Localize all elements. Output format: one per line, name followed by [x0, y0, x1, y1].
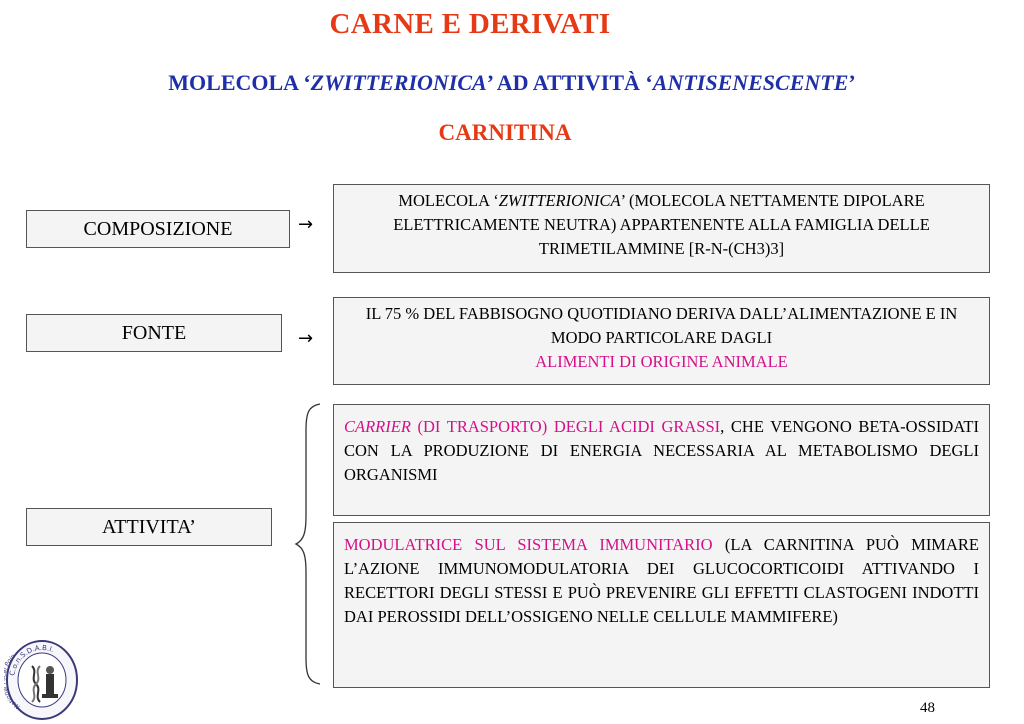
fonte-box: IL 75 % DEL FABBISOGNO QUOTIDIANO DERIVA… [333, 297, 990, 385]
slide-subtitle: MOLECOLA ‘ZWITTERIONICA’ AD ATTIVITÀ ‘AN… [0, 70, 1024, 96]
subtitle-part5: ’ [848, 70, 856, 95]
attivita-label-text: ATTIVITA’ [102, 515, 196, 538]
carrier-text-a: CARRIER [344, 417, 411, 436]
immunitario-text-a: MODULATRICE SUL SISTEMA IMMUNITARIO [344, 535, 713, 554]
fonte-label-text: FONTE [121, 321, 187, 344]
subtitle-part4: ANTISENESCENTE [652, 70, 849, 95]
composizione-box: MOLECOLA ‘ZWITTERIONICA’ (MOLECOLA NETTA… [333, 184, 990, 273]
composizione-arrow-icon: → [298, 214, 314, 235]
attivita-box-carrier: CARRIER (DI TRASPORTO) DEGLI ACIDI GRASS… [333, 404, 990, 516]
carrier-text-b: (DI TRASPORTO) DEGLI ACIDI GRASSI [410, 417, 721, 436]
page-number: 48 [920, 700, 935, 716]
composizione-text-a: MOLECOLA ‘ [398, 191, 499, 210]
fonte-text-b: ALIMENTI DI ORIGINE ANIMALE [535, 352, 788, 371]
composizione-label-text: COMPOSIZIONE [83, 217, 233, 240]
slide-title: CARNE E DERIVATI [329, 8, 611, 40]
curly-brace-icon [294, 403, 321, 685]
attivita-box-immunitario: MODULATRICE SUL SISTEMA IMMUNITARIO (LA … [333, 522, 990, 688]
composizione-label: COMPOSIZIONE [26, 210, 290, 248]
consdabi-logo-icon: C.o.n.S.D.A.B.I. National Focal Point FA… [4, 636, 78, 720]
subtitle-part3: ’ AD ATTIVITÀ ‘ [486, 70, 653, 95]
fonte-text-a: IL 75 % DEL FABBISOGNO QUOTIDIANO DERIVA… [365, 304, 958, 347]
fonte-label: FONTE [26, 314, 282, 352]
composizione-text-b: ZWITTERIONICA [498, 191, 621, 210]
fonte-arrow-icon: → [298, 328, 314, 349]
subtitle-part1: MOLECOLA ‘ [168, 70, 311, 95]
subtitle-part2: ZWITTERIONICA [310, 70, 487, 95]
section-heading: CARNITINA [438, 120, 572, 145]
attivita-label: ATTIVITA’ [26, 508, 272, 546]
composizione-text-c: ’ (MOLECOLA NETTAMENTE DIPOLARE ELETTRIC… [393, 191, 930, 258]
immunitario-text-b: (LA CARNITINA PUÒ MIMARE L’AZIONE IMMUNO… [344, 535, 979, 626]
carrier-text-c: , CHE VENGONO BETA-OSSIDATI CON LA PRODU… [344, 417, 979, 484]
